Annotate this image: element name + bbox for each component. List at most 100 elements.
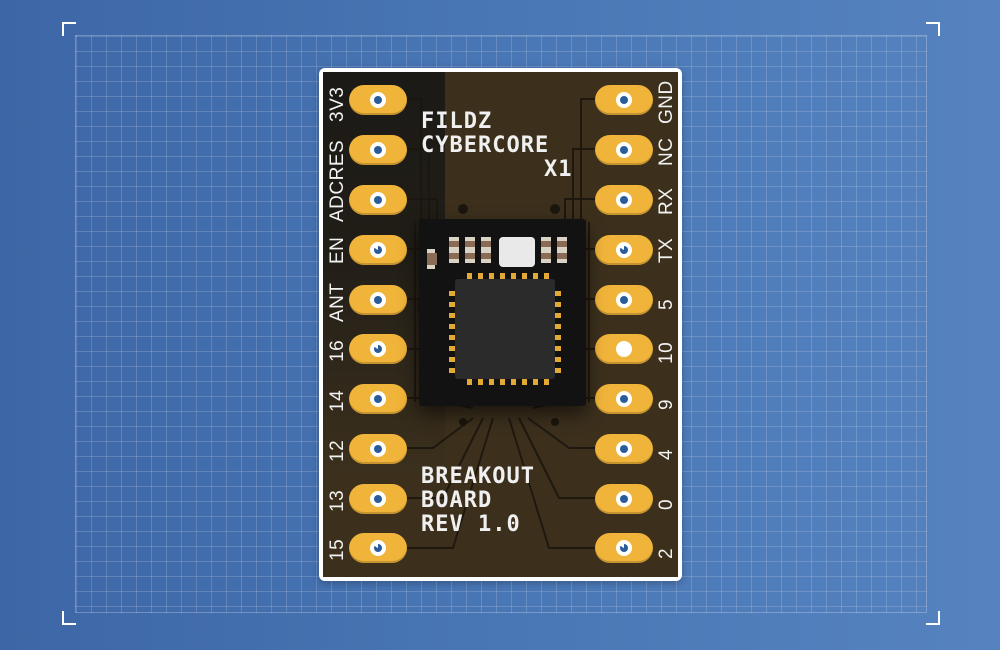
- via-hole: [616, 540, 632, 556]
- pin-label-gnd: GND: [656, 80, 677, 124]
- chip-pin: [533, 379, 538, 385]
- pad-14[interactable]: [349, 384, 407, 414]
- board-title-line-2: CYBERCORE: [421, 133, 550, 158]
- pad-adc[interactable]: [349, 185, 407, 215]
- chip-pin: [555, 335, 561, 340]
- chip-pin: [449, 335, 455, 340]
- pad-10[interactable]: [595, 334, 653, 364]
- via-hole: [370, 142, 386, 158]
- pad-nc[interactable]: [595, 135, 653, 165]
- chip-pin: [555, 313, 561, 318]
- resistor: [427, 249, 437, 269]
- via-hole: [616, 92, 632, 108]
- via-hole: [616, 242, 632, 258]
- pad-16[interactable]: [349, 334, 407, 364]
- crop-corner-top-right: [926, 22, 940, 36]
- chip-pin: [478, 273, 483, 279]
- pad-5[interactable]: [595, 285, 653, 315]
- board-title-line-3: X1: [544, 157, 573, 182]
- pad-adc-res[interactable]: [349, 135, 407, 165]
- chip-pin: [555, 291, 561, 296]
- resistor: [557, 237, 567, 263]
- pad-9[interactable]: [595, 384, 653, 414]
- via-hole: [616, 192, 632, 208]
- via-hole: [370, 292, 386, 308]
- via-hole: [616, 491, 632, 507]
- chip-pin: [522, 273, 527, 279]
- pad-15[interactable]: [349, 533, 407, 563]
- chip-pin: [449, 368, 455, 373]
- pad-12[interactable]: [349, 434, 407, 464]
- chip-pin: [449, 302, 455, 307]
- via-hole: [370, 341, 386, 357]
- pin-label-16: 16: [327, 339, 348, 362]
- chip-pin: [555, 346, 561, 351]
- chip-pin: [533, 273, 538, 279]
- pin-label-15: 15: [327, 538, 348, 561]
- crop-corner-bottom-right: [926, 611, 940, 625]
- chip-pin: [511, 273, 516, 279]
- via-hole: [370, 491, 386, 507]
- chip-pin: [544, 379, 549, 385]
- chip-pin: [555, 357, 561, 362]
- pin-label-adc-res: ADCRES: [327, 140, 349, 222]
- chip-pin: [449, 346, 455, 351]
- pin-label-rx: RX: [656, 187, 677, 215]
- pad-4[interactable]: [595, 434, 653, 464]
- pcb-board: 3V3 ADCRES EN ANT 16 14 12 13 15 GND NC …: [323, 72, 678, 577]
- board-subtitle-line-3: REV 1.0: [421, 512, 521, 537]
- pad-rx[interactable]: [595, 185, 653, 215]
- pin-label-9: 9: [656, 398, 677, 410]
- via-hole: [370, 192, 386, 208]
- pad-en[interactable]: [349, 235, 407, 265]
- pad-3v3[interactable]: [349, 85, 407, 115]
- chip-pin: [522, 379, 527, 385]
- pin-label-10: 10: [656, 341, 677, 364]
- qfn-chip: [455, 279, 555, 379]
- chip-pin: [478, 379, 483, 385]
- chip-pin: [467, 379, 472, 385]
- pin-label-5: 5: [656, 298, 677, 310]
- cybercore-module: [419, 219, 586, 406]
- chip-pin: [500, 379, 505, 385]
- chip-pin: [489, 273, 494, 279]
- pad-13[interactable]: [349, 484, 407, 514]
- pin-label-3v3: 3V3: [327, 86, 348, 122]
- chip-pin: [449, 313, 455, 318]
- board-title-line-1: FILDZ: [421, 109, 493, 134]
- chip-pin: [544, 273, 549, 279]
- pin-label-14: 14: [327, 389, 348, 412]
- via-hole: [370, 92, 386, 108]
- via-hole: [370, 242, 386, 258]
- pin-label-adc: ADC: [327, 180, 348, 222]
- chip-pin: [449, 324, 455, 329]
- chip-pin: [467, 273, 472, 279]
- crop-corner-bottom-left: [62, 611, 76, 625]
- pad-gnd[interactable]: [595, 85, 653, 115]
- pin-label-2: 2: [656, 547, 677, 559]
- pin-label-0: 0: [656, 498, 677, 510]
- pcb-card: 3V3 ADCRES EN ANT 16 14 12 13 15 GND NC …: [319, 68, 682, 581]
- pin-label-12: 12: [327, 439, 348, 462]
- via-hole: [616, 441, 632, 457]
- chip-pin: [500, 273, 505, 279]
- pad-0[interactable]: [595, 484, 653, 514]
- pin-label-tx: TX: [656, 237, 677, 263]
- chip-pin: [449, 357, 455, 362]
- via-hole: [370, 540, 386, 556]
- resistor: [465, 237, 475, 263]
- chip-pin: [555, 302, 561, 307]
- pin-label-nc: NC: [656, 137, 677, 166]
- via-hole: [616, 292, 632, 308]
- crop-corner-top-left: [62, 22, 76, 36]
- via-hole: [616, 341, 632, 357]
- via-hole: [616, 142, 632, 158]
- resistor: [541, 237, 551, 263]
- pad-ant[interactable]: [349, 285, 407, 315]
- resistor: [449, 237, 459, 263]
- pad-tx[interactable]: [595, 235, 653, 265]
- resistor: [481, 237, 491, 263]
- pad-2[interactable]: [595, 533, 653, 563]
